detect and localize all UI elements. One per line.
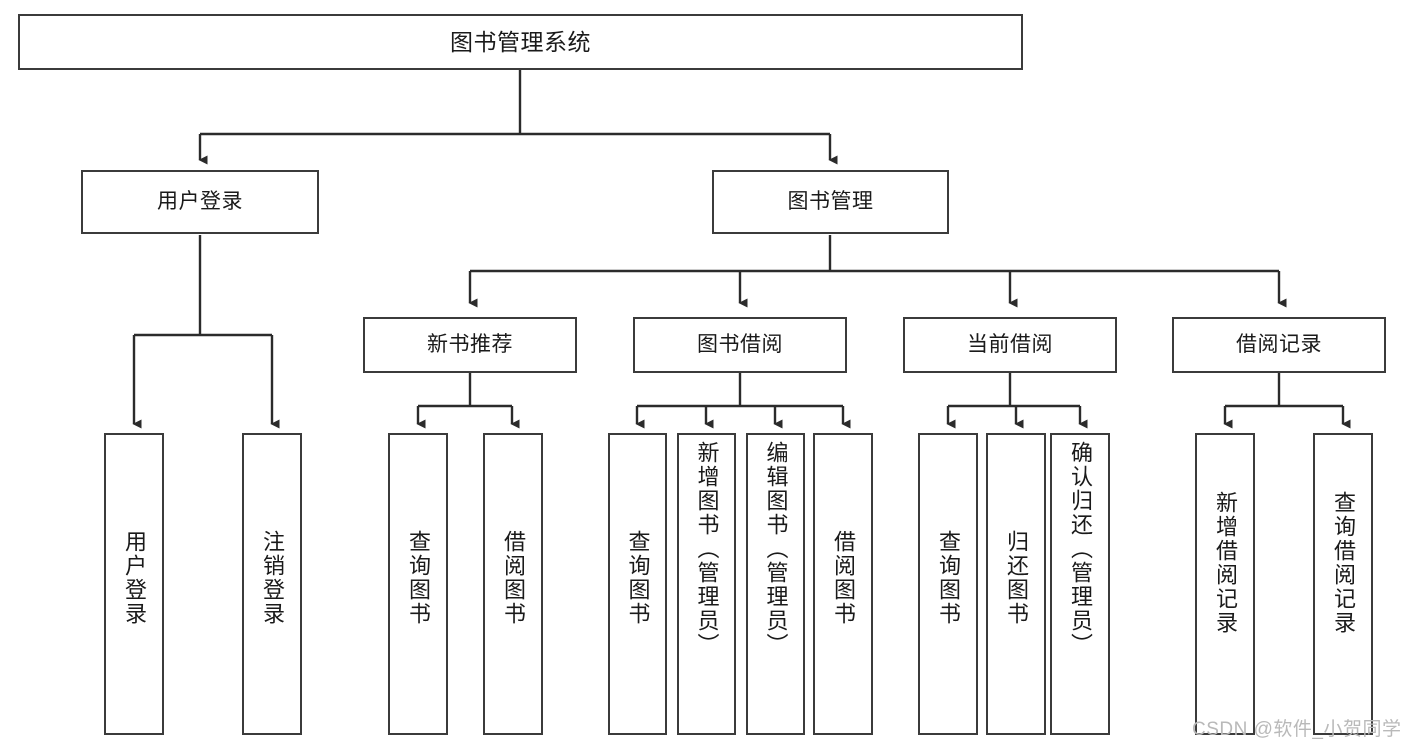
leaf-current-confirm-return-label: 确认归还（管理员） [1068, 441, 1093, 657]
node-root-system-label: 图书管理系统 [450, 28, 591, 55]
leaf-borrow-borrow-book-label: 借阅图书 [831, 530, 856, 626]
leaf-current-query-book-label: 查询图书 [936, 530, 961, 626]
leaf-current-confirm-return[interactable]: 确认归还（管理员） [1050, 433, 1110, 735]
leaf-current-return-book-label: 归还图书 [1004, 530, 1029, 626]
leaf-user-login-login[interactable]: 用户登录 [104, 433, 164, 735]
node-user-login-label: 用户登录 [157, 190, 243, 214]
leaf-borrow-query-book[interactable]: 查询图书 [608, 433, 667, 735]
leaf-new-book-query[interactable]: 查询图书 [388, 433, 448, 735]
leaf-borrow-add-book-label: 新增图书（管理员） [694, 441, 720, 657]
leaf-borrow-query-book-label: 查询图书 [625, 530, 651, 626]
node-current-borrow[interactable]: 当前借阅 [903, 317, 1117, 373]
leaf-borrow-edit-book-label: 编辑图书（管理员） [763, 441, 789, 657]
leaf-record-query-label: 查询借阅记录 [1331, 491, 1356, 635]
node-book-borrow[interactable]: 图书借阅 [633, 317, 847, 373]
leaf-borrow-add-book[interactable]: 新增图书（管理员） [677, 433, 736, 735]
leaf-user-login-logout-label: 注销登录 [260, 530, 285, 626]
node-borrow-record-label: 借阅记录 [1236, 333, 1322, 357]
csdn-watermark: CSDN @软件_小贺同学 [1192, 719, 1402, 740]
node-current-borrow-label: 当前借阅 [967, 333, 1053, 357]
leaf-borrow-borrow-book[interactable]: 借阅图书 [813, 433, 873, 735]
node-book-management[interactable]: 图书管理 [712, 170, 949, 234]
leaf-record-add-label: 新增借阅记录 [1213, 491, 1238, 635]
node-root-system[interactable]: 图书管理系统 [18, 14, 1023, 70]
leaf-record-query[interactable]: 查询借阅记录 [1313, 433, 1373, 735]
leaf-user-login-logout[interactable]: 注销登录 [242, 433, 302, 735]
leaf-current-return-book[interactable]: 归还图书 [986, 433, 1046, 735]
leaf-new-book-query-label: 查询图书 [406, 530, 431, 626]
leaf-new-book-borrow-label: 借阅图书 [501, 530, 526, 626]
leaf-record-add[interactable]: 新增借阅记录 [1195, 433, 1255, 735]
leaf-borrow-edit-book[interactable]: 编辑图书（管理员） [746, 433, 805, 735]
leaf-new-book-borrow[interactable]: 借阅图书 [483, 433, 543, 735]
node-book-borrow-label: 图书借阅 [697, 333, 783, 357]
node-book-management-label: 图书管理 [787, 190, 874, 214]
node-new-book-recommend[interactable]: 新书推荐 [363, 317, 577, 373]
leaf-user-login-login-label: 用户登录 [122, 530, 147, 626]
node-borrow-record[interactable]: 借阅记录 [1172, 317, 1386, 373]
leaf-current-query-book[interactable]: 查询图书 [918, 433, 978, 735]
node-new-book-recommend-label: 新书推荐 [427, 333, 513, 357]
node-user-login[interactable]: 用户登录 [81, 170, 319, 234]
